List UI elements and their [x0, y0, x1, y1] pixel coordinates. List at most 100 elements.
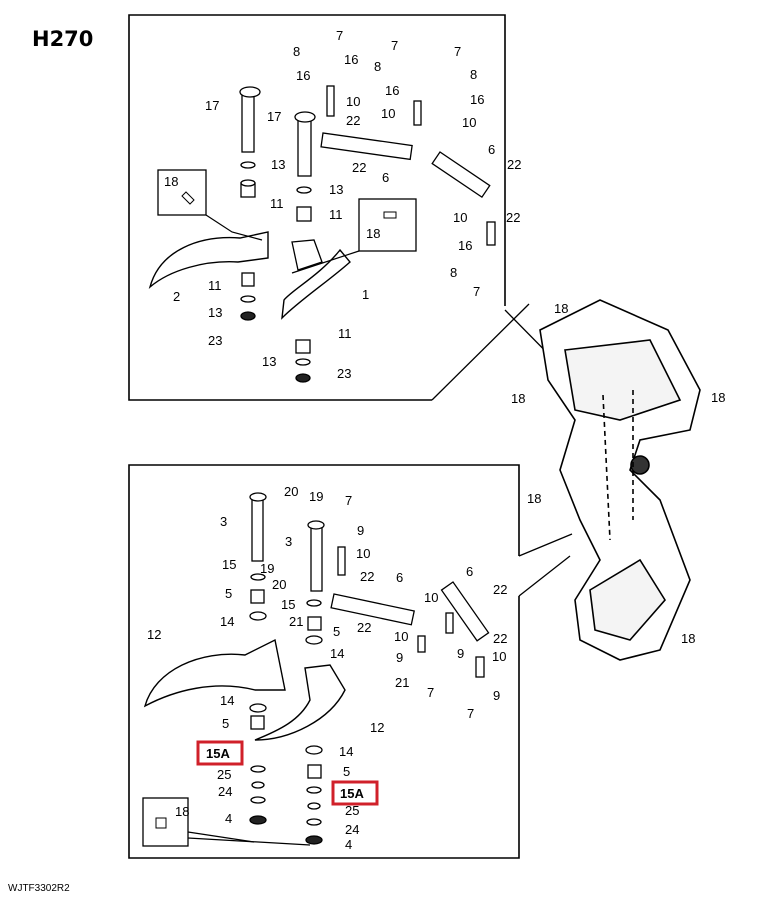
lower-assembly: 15A 15A 20 19 7 3 9 3 10 19 20 15 22 6 6…	[128, 464, 573, 859]
svg-text:10: 10	[394, 629, 408, 644]
svg-text:11: 11	[270, 196, 284, 211]
left-pin-stack	[249, 492, 267, 825]
right-tine-12	[254, 664, 346, 741]
svg-text:18: 18	[366, 226, 380, 241]
svg-text:23: 23	[337, 366, 351, 381]
svg-text:11: 11	[329, 207, 343, 222]
upper-inset-leader-a	[205, 214, 263, 241]
svg-text:14: 14	[339, 744, 353, 759]
svg-text:22: 22	[360, 569, 374, 584]
svg-text:22: 22	[357, 620, 371, 635]
upper-inset-box-b	[358, 198, 417, 252]
lower-inset-leader-a	[187, 831, 255, 843]
upper-box-border	[128, 14, 506, 401]
lower-callouts: 20 19 7 3 9 3 10 19 20 15 22 6 6 5 15 10…	[147, 484, 507, 852]
svg-text:24: 24	[345, 822, 359, 837]
svg-text:12: 12	[147, 627, 161, 642]
svg-text:5: 5	[225, 586, 232, 601]
svg-text:23: 23	[208, 333, 222, 348]
svg-text:5: 5	[343, 764, 350, 779]
svg-text:12: 12	[370, 720, 384, 735]
svg-text:7: 7	[391, 38, 398, 53]
frame-weldment-icon	[539, 299, 701, 661]
upper-box-leader-a	[431, 303, 530, 401]
svg-text:25: 25	[217, 767, 231, 782]
center-tine-arm	[291, 239, 323, 271]
svg-text:13: 13	[208, 305, 222, 320]
lower-inset-leader-b	[187, 837, 311, 846]
svg-text:14: 14	[220, 614, 234, 629]
svg-text:24: 24	[218, 784, 232, 799]
lower-box-leader-b	[518, 555, 571, 597]
svg-text:15: 15	[281, 597, 295, 612]
svg-text:16: 16	[458, 238, 472, 253]
svg-text:16: 16	[344, 52, 358, 67]
svg-text:5: 5	[333, 624, 340, 639]
svg-text:7: 7	[473, 284, 480, 299]
svg-text:22: 22	[352, 160, 366, 175]
svg-text:22: 22	[507, 157, 521, 172]
center-shaft-stack	[294, 111, 316, 383]
svg-text:11: 11	[338, 326, 352, 341]
svg-text:10: 10	[356, 546, 370, 561]
svg-text:3: 3	[220, 514, 227, 529]
svg-text:10: 10	[424, 590, 438, 605]
svg-text:18: 18	[164, 174, 178, 189]
upper-inset-leader-b	[291, 250, 360, 274]
svg-text:7: 7	[467, 706, 474, 721]
svg-text:22: 22	[493, 582, 507, 597]
svg-text:18: 18	[511, 391, 525, 406]
svg-text:22: 22	[346, 113, 360, 128]
svg-text:18: 18	[681, 631, 695, 646]
svg-text:17: 17	[205, 98, 219, 113]
svg-text:20: 20	[272, 577, 286, 592]
svg-text:14: 14	[220, 693, 234, 708]
upper-inset-box-a	[157, 169, 207, 216]
left-tine	[148, 231, 269, 289]
svg-text:10: 10	[492, 649, 506, 664]
svg-text:9: 9	[357, 523, 364, 538]
svg-text:18: 18	[554, 301, 568, 316]
left-tine-12	[143, 638, 286, 708]
svg-text:7: 7	[345, 493, 352, 508]
svg-text:13: 13	[262, 354, 276, 369]
mounting-bolt-icon	[181, 191, 195, 205]
svg-text:18: 18	[711, 390, 725, 405]
svg-text:8: 8	[450, 265, 457, 280]
svg-text:22: 22	[506, 210, 520, 225]
svg-text:20: 20	[284, 484, 298, 499]
svg-text:7: 7	[336, 28, 343, 43]
svg-text:13: 13	[329, 182, 343, 197]
svg-text:9: 9	[457, 646, 464, 661]
svg-text:7: 7	[427, 685, 434, 700]
svg-text:6: 6	[488, 142, 495, 157]
svg-text:18: 18	[527, 491, 541, 506]
svg-text:6: 6	[396, 570, 403, 585]
svg-text:16: 16	[296, 68, 310, 83]
svg-text:18: 18	[175, 804, 189, 819]
svg-text:8: 8	[374, 59, 381, 74]
svg-text:6: 6	[382, 170, 389, 185]
frame-callouts: 18 18 18 18 18	[511, 301, 725, 646]
bolt-detail-icon	[383, 211, 397, 219]
svg-text:10: 10	[346, 94, 360, 109]
svg-text:16: 16	[385, 83, 399, 98]
drawing-code: WJTF3302R2	[8, 883, 70, 894]
svg-text:8: 8	[470, 67, 477, 82]
svg-text:7: 7	[454, 44, 461, 59]
svg-text:25: 25	[345, 803, 359, 818]
svg-text:8: 8	[293, 44, 300, 59]
svg-text:5: 5	[222, 716, 229, 731]
svg-text:21: 21	[289, 614, 303, 629]
svg-text:3: 3	[285, 534, 292, 549]
svg-text:16: 16	[470, 92, 484, 107]
svg-text:22: 22	[493, 631, 507, 646]
svg-text:4: 4	[345, 837, 352, 852]
svg-text:10: 10	[381, 106, 395, 121]
svg-text:17: 17	[267, 109, 281, 124]
svg-text:10: 10	[462, 115, 476, 130]
highlight-box-15a-right	[331, 780, 379, 806]
svg-text:2: 2	[173, 289, 180, 304]
right-links	[320, 85, 496, 246]
